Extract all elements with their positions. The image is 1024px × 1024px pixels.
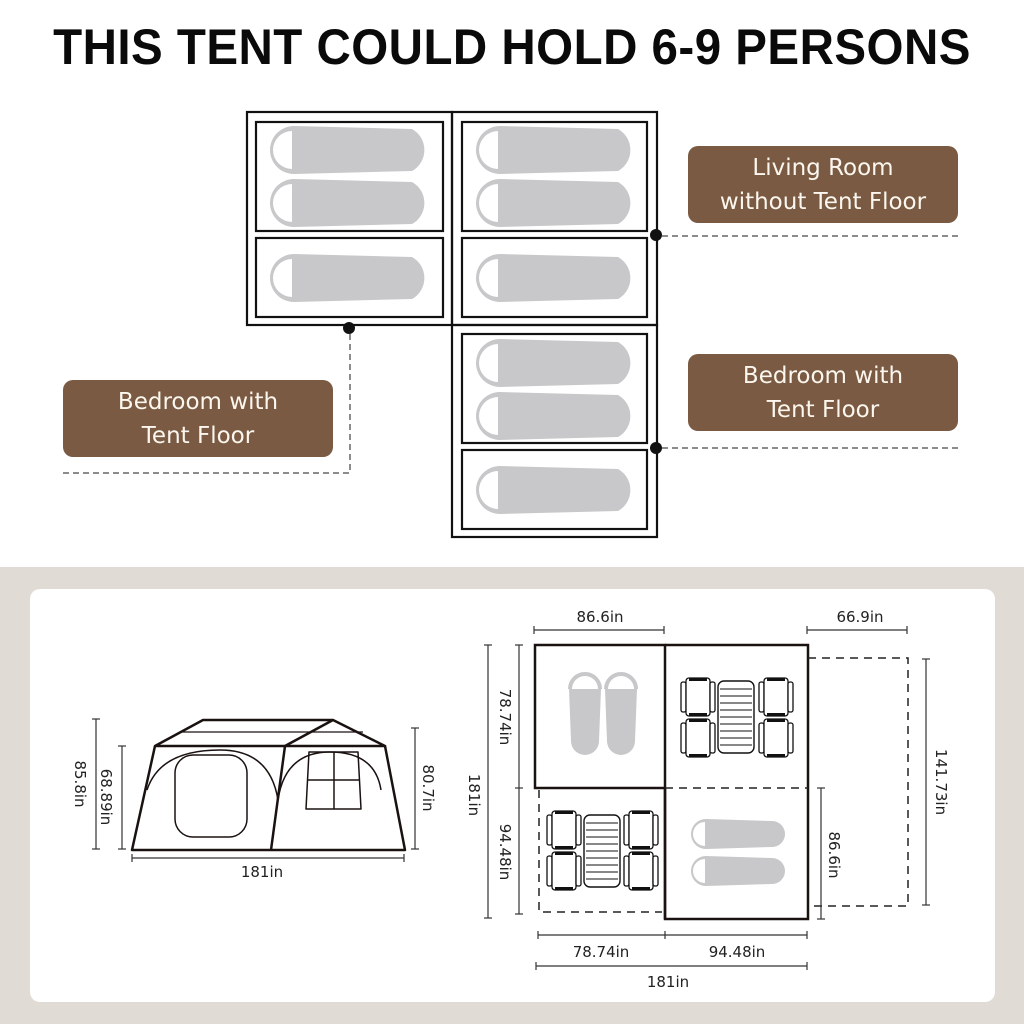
plan-top-left-width: 86.6in [576,608,623,626]
plan-awning-height: 141.73in [932,749,950,815]
tent-side-view [130,718,407,852]
side-height-total: 85.8in [71,760,89,807]
sleeping-layout-diagram [62,110,962,539]
side-height-right: 80.7in [419,764,437,811]
callout-bedroom-left-line1: Bedroom with [117,388,279,415]
plan-right-bottom-height: 86.6in [825,831,843,878]
callout-bedroom-left: Bedroom with Tent Floor [63,380,333,457]
side-width: 181in [241,863,283,881]
callout-living-room-line2: without Tent Floor [719,188,927,215]
plan-bottom-right-width: 94.48in [709,943,766,961]
side-height-left: 68.89in [97,769,115,826]
callout-living-room: Living Room without Tent Floor [688,146,958,223]
callout-leaders [62,229,962,474]
callout-bedroom-right: Bedroom with Tent Floor [688,354,958,431]
plan-bottom-left-width: 78.74in [573,943,630,961]
callout-living-room-line1: Living Room [752,154,894,181]
plan-total-width: 181in [647,973,689,991]
plan-total-height: 181in [465,774,483,816]
floor-plan [533,643,909,921]
plan-left-bottom-height: 94.48in [496,824,514,881]
plan-left-top-height: 78.74in [496,689,514,746]
dimensions-card [30,589,995,1002]
callout-bedroom-right-line2: Tent Floor [766,396,880,423]
plan-awning-width: 66.9in [836,608,883,626]
callout-bedroom-right-line1: Bedroom with [742,362,904,389]
callout-bedroom-left-line2: Tent Floor [141,422,255,449]
page-title: THIS TENT COULD HOLD 6-9 PERSONS [53,19,971,75]
